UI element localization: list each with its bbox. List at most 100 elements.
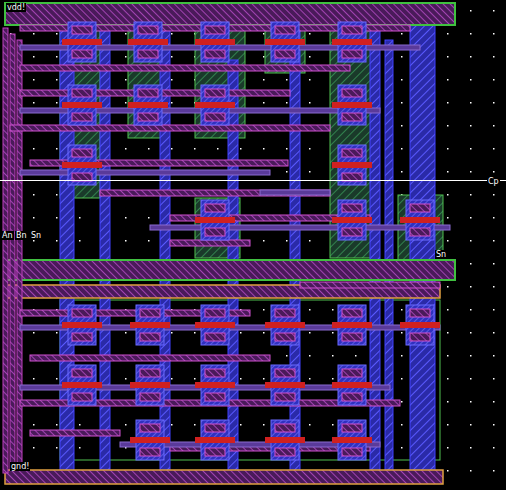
mos-transistor xyxy=(195,22,235,62)
pin-label: Bn xyxy=(15,231,28,240)
metal2-wire xyxy=(3,28,8,473)
contact xyxy=(72,89,92,97)
grid-dot xyxy=(33,332,35,334)
grid-dot xyxy=(470,332,472,334)
contact xyxy=(72,26,92,34)
grid-dot xyxy=(470,194,472,196)
grid-dot xyxy=(79,217,81,219)
grid-dot xyxy=(125,240,127,242)
grid-dot xyxy=(401,355,403,357)
cursor-line xyxy=(0,180,506,181)
grid-dot xyxy=(493,33,495,35)
grid-dot xyxy=(470,217,472,219)
contact xyxy=(72,50,92,58)
grid-dot xyxy=(447,424,449,426)
grid-dot xyxy=(401,125,403,127)
grid-dot xyxy=(33,79,35,81)
grid-dot xyxy=(263,79,265,81)
gate xyxy=(195,217,235,223)
grid-dot xyxy=(493,424,495,426)
grid-dot xyxy=(401,56,403,58)
gate xyxy=(195,382,235,388)
grid-dot xyxy=(148,148,150,150)
grid-dot xyxy=(263,56,265,58)
grid-dot xyxy=(447,217,449,219)
grid-dot xyxy=(401,424,403,426)
grid-dot xyxy=(332,309,334,311)
mos-transistor xyxy=(265,365,305,405)
mos-transistor xyxy=(400,200,440,240)
grid-dot xyxy=(56,217,58,219)
gate xyxy=(62,102,102,108)
pin-label: vdd! xyxy=(6,3,26,12)
contact xyxy=(342,149,362,157)
gate xyxy=(265,437,305,443)
pin-label: Sn xyxy=(30,231,42,240)
grid-dot xyxy=(309,424,311,426)
contact xyxy=(205,26,225,34)
vdd-rail xyxy=(5,260,455,280)
grid-dot xyxy=(171,56,173,58)
contact xyxy=(205,393,225,401)
gate xyxy=(130,382,170,388)
contact xyxy=(205,424,225,432)
grid-dot xyxy=(493,447,495,449)
grid-dot xyxy=(401,79,403,81)
grid-dot xyxy=(148,217,150,219)
pin-label: Sn xyxy=(435,250,447,259)
contact xyxy=(342,393,362,401)
contact xyxy=(140,393,160,401)
mos-transistor xyxy=(130,305,170,345)
grid-dot xyxy=(332,332,334,334)
gate xyxy=(332,217,372,223)
grid-dot xyxy=(33,194,35,196)
grid-dot xyxy=(493,148,495,150)
grid-dot xyxy=(470,102,472,104)
grid-dot xyxy=(263,332,265,334)
mos-transistor xyxy=(332,200,372,240)
grid-dot xyxy=(493,217,495,219)
poly-wire xyxy=(150,225,450,230)
grid-dot xyxy=(493,309,495,311)
grid-dot xyxy=(33,102,35,104)
grid-dot xyxy=(171,102,173,104)
contact xyxy=(275,309,295,317)
grid-dot xyxy=(447,79,449,81)
grid-dot xyxy=(470,171,472,173)
grid-dot xyxy=(171,424,173,426)
contact xyxy=(138,113,158,121)
contact xyxy=(72,309,92,317)
grid-dot xyxy=(286,355,288,357)
contact xyxy=(342,369,362,377)
grid-dot xyxy=(493,240,495,242)
gate xyxy=(265,39,305,45)
grid-dot xyxy=(263,33,265,35)
metal1-wire xyxy=(370,25,380,475)
grid-dot xyxy=(125,332,127,334)
pin-label: An xyxy=(1,231,14,240)
grid-dot xyxy=(470,401,472,403)
grid-dot xyxy=(309,309,311,311)
gate xyxy=(195,322,235,328)
grid-dot xyxy=(447,171,449,173)
mos-transistor xyxy=(128,22,168,62)
grid-dot xyxy=(447,355,449,357)
grid-dot xyxy=(33,447,35,449)
contact xyxy=(275,424,295,432)
gate xyxy=(265,382,305,388)
gate xyxy=(332,39,372,45)
grid-dot xyxy=(194,378,196,380)
contact xyxy=(140,369,160,377)
gate xyxy=(128,102,168,108)
grid-dot xyxy=(56,56,58,58)
contact xyxy=(275,369,295,377)
mos-transistor xyxy=(332,145,372,185)
mos-transistor xyxy=(265,22,305,62)
grid-dot xyxy=(309,148,311,150)
gate xyxy=(195,437,235,443)
grid-dot xyxy=(309,171,311,173)
metal2-wire xyxy=(20,310,250,316)
grid-dot xyxy=(33,217,35,219)
grid-dot xyxy=(33,148,35,150)
